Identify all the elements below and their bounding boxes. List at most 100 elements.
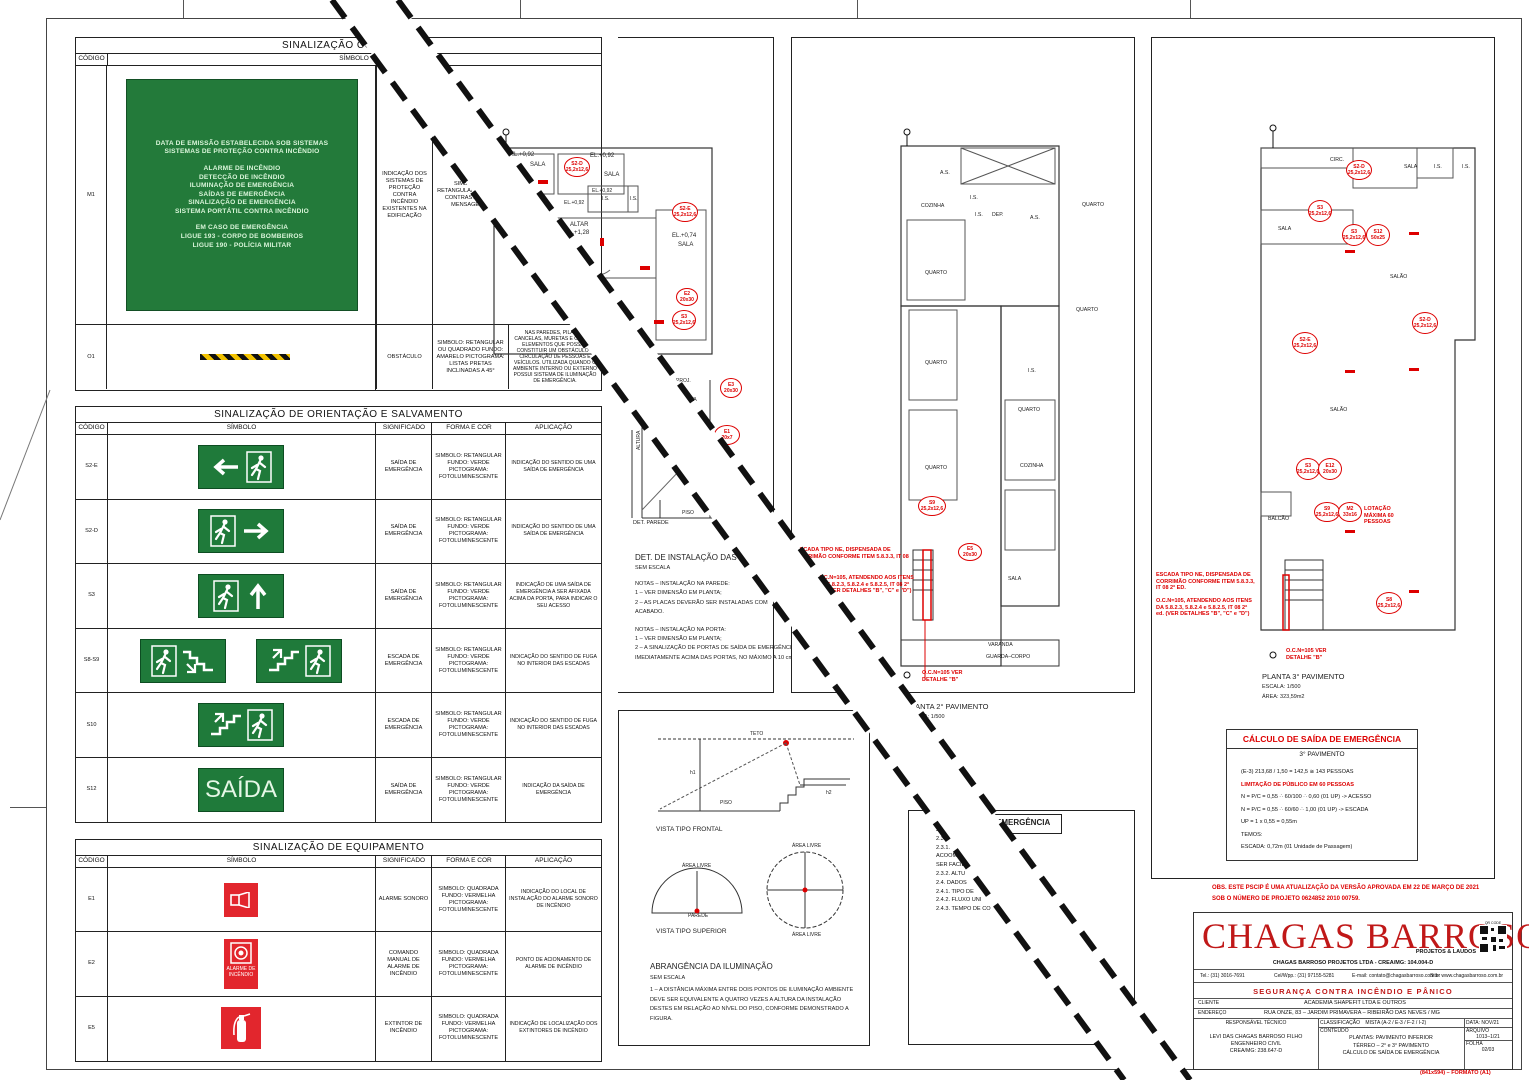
tb-site: Site: www.chagasbarroso.com.br <box>1430 973 1504 979</box>
room-label: SALA <box>1278 226 1292 232</box>
formato-label: (841x594) – FORMATO (A1) <box>1420 1070 1491 1076</box>
title-block: CHAGAS BARROSO PROJETOS & LAUDOS QR CODE… <box>1193 912 1529 1070</box>
room-label: I.S. <box>1462 164 1470 170</box>
p3-scale: ESCALA: 1/500 <box>1262 684 1301 690</box>
stair-up-sign-icon <box>256 638 342 683</box>
room-label: QUARTO <box>925 465 948 471</box>
sign-code: S12 <box>86 786 97 793</box>
tb-cel: Cel/Wpp.: (31) 97155-5281 <box>1274 973 1335 979</box>
tb-data: DATA: NOV/21 <box>1464 1019 1512 1028</box>
m1-sign-line: DETECÇÃO DE INCÊNDIO <box>198 173 286 181</box>
table-row: E5 EXTINTOR DE INCÊNDIO SIMBOLO: QUADRADA … <box>76 997 601 1060</box>
p2-scale: ESCALA: 1/500 <box>906 714 945 720</box>
ilum-note: 1 – A DISTÂNCIA MÁXIMA ENTRE DOIS PONTOS… <box>650 987 854 1022</box>
sign-code: S10 <box>86 721 97 728</box>
p1-level-3: EL.+0,92 <box>592 188 613 194</box>
calc-subtitle: 3° PAVIMENTO <box>1299 751 1345 758</box>
qr-code-icon: QR CODE <box>1479 921 1507 953</box>
tb-arquivo: 1013–1/21 <box>1464 1034 1512 1041</box>
sign-application: INDICAÇÃO DO SENTIDO DE FUGA NO INTERIOR… <box>509 653 598 667</box>
tb-endereco-row: ENDEREÇO RUA ONZE, 83 – JARDIM PRIMAVERA… <box>1194 1009 1512 1019</box>
room-label: GUARDA–CORPO <box>986 654 1031 660</box>
stair-exit-sign-icon <box>198 703 284 748</box>
brand-logo: CHAGAS BARROSO PROJETOS & LAUDOS <box>1198 915 1529 955</box>
ilum-superior: VISTA TIPO SUPERIOR <box>656 928 727 935</box>
tb-tel: Tel.: (31) 3016-7691 <box>1200 973 1245 979</box>
p1-level-4: EL.+0,92 <box>564 200 585 206</box>
room-label: A.S. <box>940 170 950 176</box>
sign-meaning: ESCADA DE EMERGÊNCIA <box>384 718 423 732</box>
room-label: A.S. <box>1030 215 1040 221</box>
ilum-h2: h2 <box>826 790 832 796</box>
ilum-h1: h1 <box>690 770 696 776</box>
p3-ocn-note: O.C.N=105, ATENDENDO AOS ITENS DA 5.8.2.… <box>1156 598 1252 617</box>
p1-room-sala-2: SALA <box>604 172 620 178</box>
p1-room-sala-1: SALA <box>530 162 546 168</box>
sign-application: INDICAÇÃO DO SENTIDO DE UMA SAÍDA DE EME… <box>511 459 596 473</box>
sign-symbol <box>107 435 375 499</box>
room-label: SALA <box>1404 164 1418 170</box>
ilum-frontal: VISTA TIPO FRONTAL <box>656 826 723 833</box>
calc2-title: EMERGÊNCIA <box>996 818 1051 827</box>
calc-line: N = P/C = 0,55 ∴ 60/60 ∴ 1,00 (01 UP) ->… <box>1241 806 1369 813</box>
tb-endereco-label: ENDEREÇO <box>1198 1010 1227 1016</box>
room-label: BALCÃO <box>1268 516 1290 522</box>
equip-meaning: EXTINTOR DE INCÊNDIO <box>384 1021 423 1035</box>
sign-meaning: SAÍDA DE EMERGÊNCIA <box>384 782 423 796</box>
det-parede-label: DET. PAREDE <box>633 520 669 526</box>
equip-symbol <box>107 997 375 1060</box>
tb-class: MISTA (A-2 / E-3 / F-2 / I-2) <box>1365 1020 1427 1026</box>
room-label: COZINHA <box>921 203 945 209</box>
calc-line: LIMITAÇÃO DE PÚBLICO EM 60 PESSOAS <box>1241 781 1355 788</box>
calc-line: ESCADA: 0,72m (01 Unidade de Passagem) <box>1241 844 1353 850</box>
equip-code: E5 <box>88 1024 95 1031</box>
ilum-teto: TETO <box>750 731 764 737</box>
table1-title: SINALIZAÇÃO COMPL <box>76 38 601 54</box>
table3-title: SINALIZAÇÃO DE EQUIPAMENTO <box>76 840 601 856</box>
equip-meaning: ALARME SONORO <box>378 896 429 903</box>
det-altura-label: ALTURA <box>636 430 642 450</box>
m1-sign-line: LIGUE 193 - CORPO DE BOMBEIROS <box>180 233 304 241</box>
brand-sub: PROJETOS & LAUDOS <box>1415 949 1476 955</box>
sign-code: S2-E <box>85 463 98 470</box>
o1-meaning: OBSTÁCULO <box>376 325 432 389</box>
tb-cliente: ACADEMIA SHAPEFIT LTDA E OUTROS <box>1304 1000 1406 1006</box>
det-scale: SEM ESCALA <box>635 565 671 571</box>
table-equipamento: SINALIZAÇÃO DE EQUIPAMENTO CÓDIGO SÍMBOL… <box>75 839 602 1062</box>
room-label: DEP. <box>992 212 1004 218</box>
sign-application: INDICAÇÃO DE UMA SAÍDA DE EMERGÊNCIA A S… <box>509 581 598 609</box>
room-label: I.S. <box>975 212 983 218</box>
iluminacao-drawing <box>651 738 854 929</box>
ilum-piso: PISO <box>720 800 732 806</box>
equip-form: SIMBOLO: QUADRADA FUNDO: VERMELHA PICTOG… <box>438 1014 499 1042</box>
room-label: SALÃO <box>1390 274 1408 280</box>
sign-form: SIMBOLO: RETANGULAR FUNDO: VERDE PICTOGR… <box>435 581 502 609</box>
calc2-line: 2.4.3. TEMPO DE CO <box>936 906 991 913</box>
room-label: I.S. <box>1028 368 1036 374</box>
m1-sign-line <box>156 157 329 165</box>
m1-sign-line: DATA DE EMISSÃO ESTABELECIDA SOB SISTEMA… <box>155 139 329 147</box>
calc-box: CÁLCULO DE SAÍDA DE EMERGÊNCIA 3° PAVIME… <box>1226 729 1418 861</box>
p1-room-is-2: I.S. <box>630 196 638 202</box>
room-label: SALÃO <box>1330 407 1348 413</box>
extinguisher-icon <box>221 1007 261 1050</box>
tb-arquivo-label: ARQUIVO <box>1466 1028 1490 1034</box>
ilum-area-livre-1: ÁREA LIVRE <box>682 863 712 869</box>
p1-room-sala-3: SALA <box>678 242 694 248</box>
sign-form: SIMBOLO: RETANGULAR FUNDO: VERDE PICTOGR… <box>435 646 502 674</box>
ilum-scale: SEM ESCALA <box>650 975 686 981</box>
tb-resp-label: RESPONSÁVEL TÉCNICO <box>1225 1020 1287 1026</box>
p1-level-1: EL.+0,92 <box>510 152 535 158</box>
tb-cliente-row: CLIENTE ACADEMIA SHAPEFIT LTDA E OUTROS <box>1194 999 1512 1009</box>
tb-bottom: RESPONSÁVEL TÉCNICO LEVI DAS CHAGAS BARR… <box>1194 1019 1512 1069</box>
